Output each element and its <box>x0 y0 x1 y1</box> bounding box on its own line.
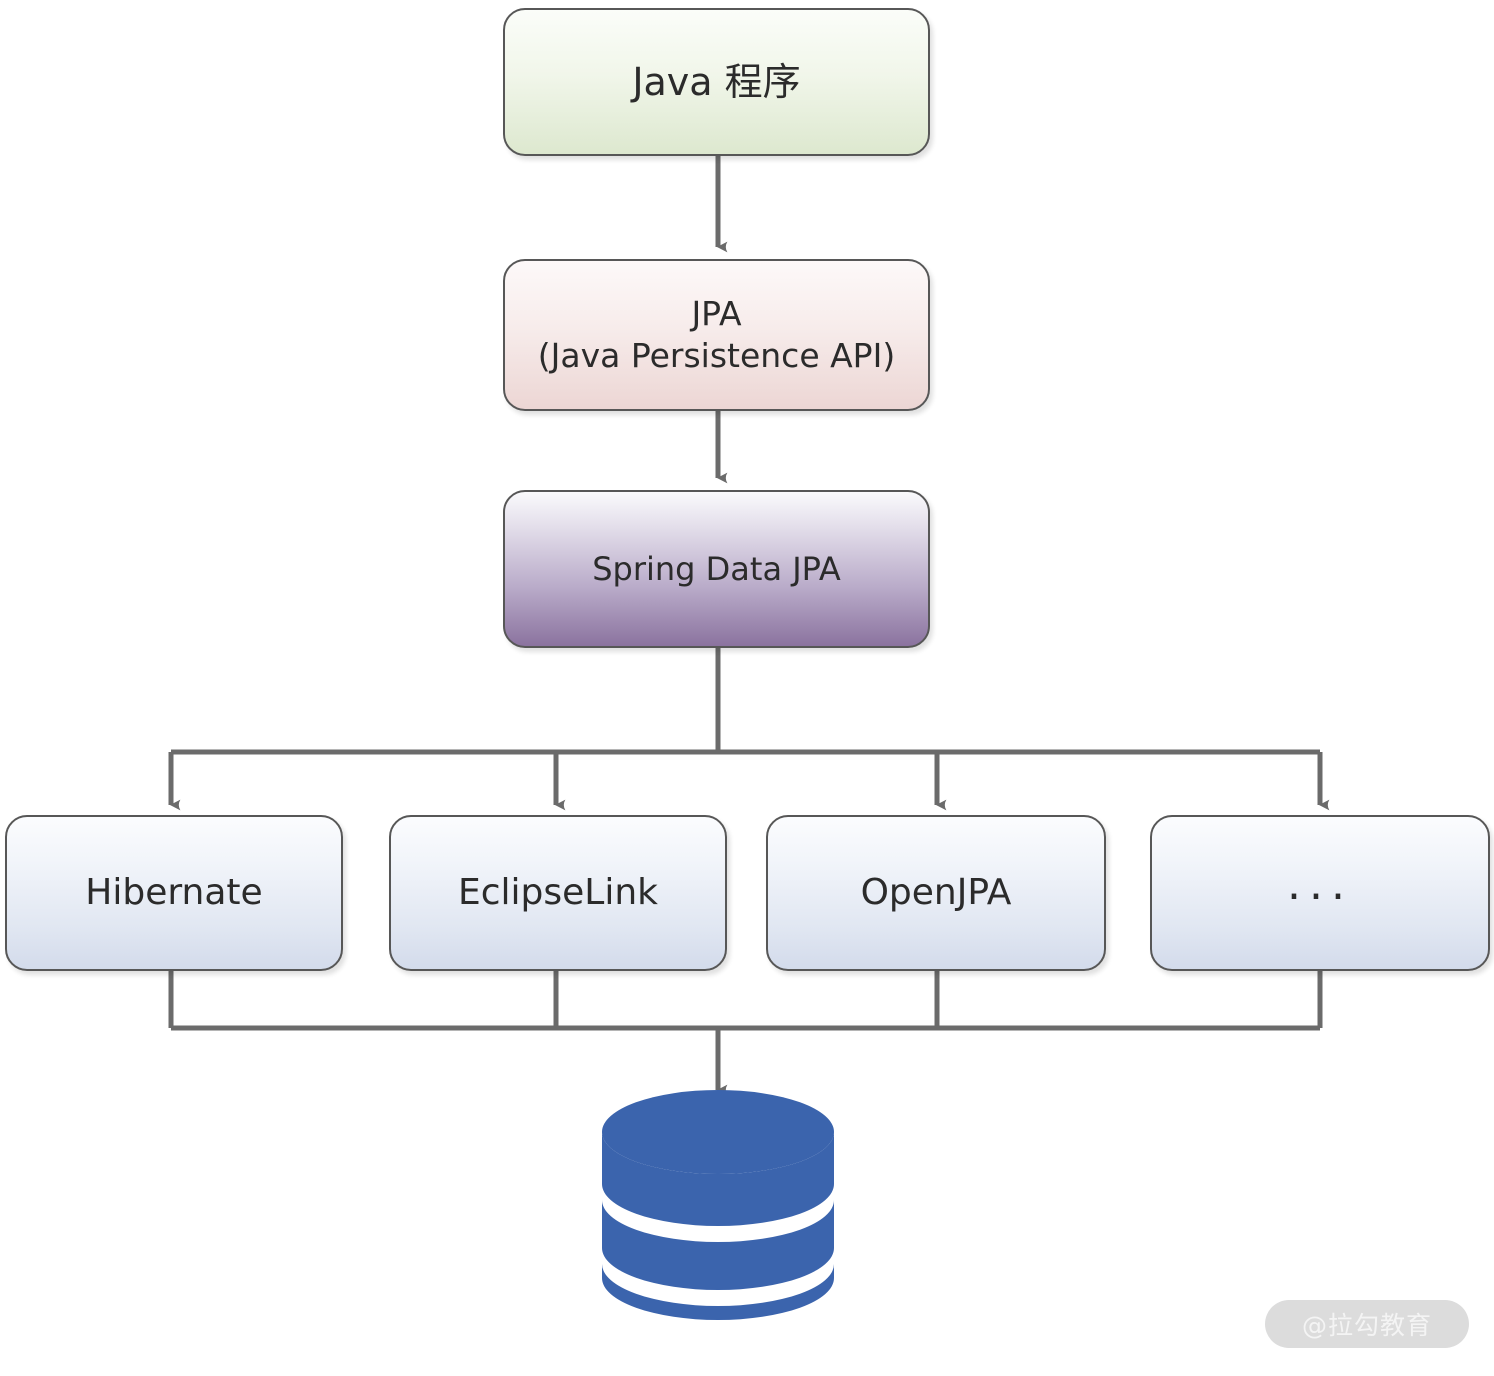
node-java-program-label: Java 程序 <box>632 59 801 104</box>
node-eclipselink[interactable]: EclipseLink <box>389 815 727 971</box>
node-hibernate[interactable]: Hibernate <box>5 815 343 971</box>
node-spring-data-jpa[interactable]: Spring Data JPA <box>503 490 930 648</box>
node-jpa-label-line2: (Java Persistence API) <box>537 336 896 375</box>
node-jpa-label: JPA (Java Persistence API) <box>538 293 895 377</box>
watermark-badge: @拉勾教育 <box>1265 1300 1469 1348</box>
node-eclipselink-label: EclipseLink <box>457 871 659 913</box>
node-spring-data-jpa-label: Spring Data JPA <box>592 549 841 588</box>
node-jpa[interactable]: JPA (Java Persistence API) <box>503 259 930 411</box>
node-openjpa-label: OpenJPA <box>860 871 1012 913</box>
node-openjpa[interactable]: OpenJPA <box>766 815 1106 971</box>
node-more[interactable]: ... <box>1150 815 1490 971</box>
node-java-program[interactable]: Java 程序 <box>503 8 930 156</box>
database-cylinder-icon <box>602 1090 834 1320</box>
watermark-text: @拉勾教育 <box>1301 1311 1432 1340</box>
node-more-label: ... <box>1287 858 1353 910</box>
node-hibernate-label: Hibernate <box>85 871 263 913</box>
node-jpa-label-line1: JPA <box>691 293 742 333</box>
